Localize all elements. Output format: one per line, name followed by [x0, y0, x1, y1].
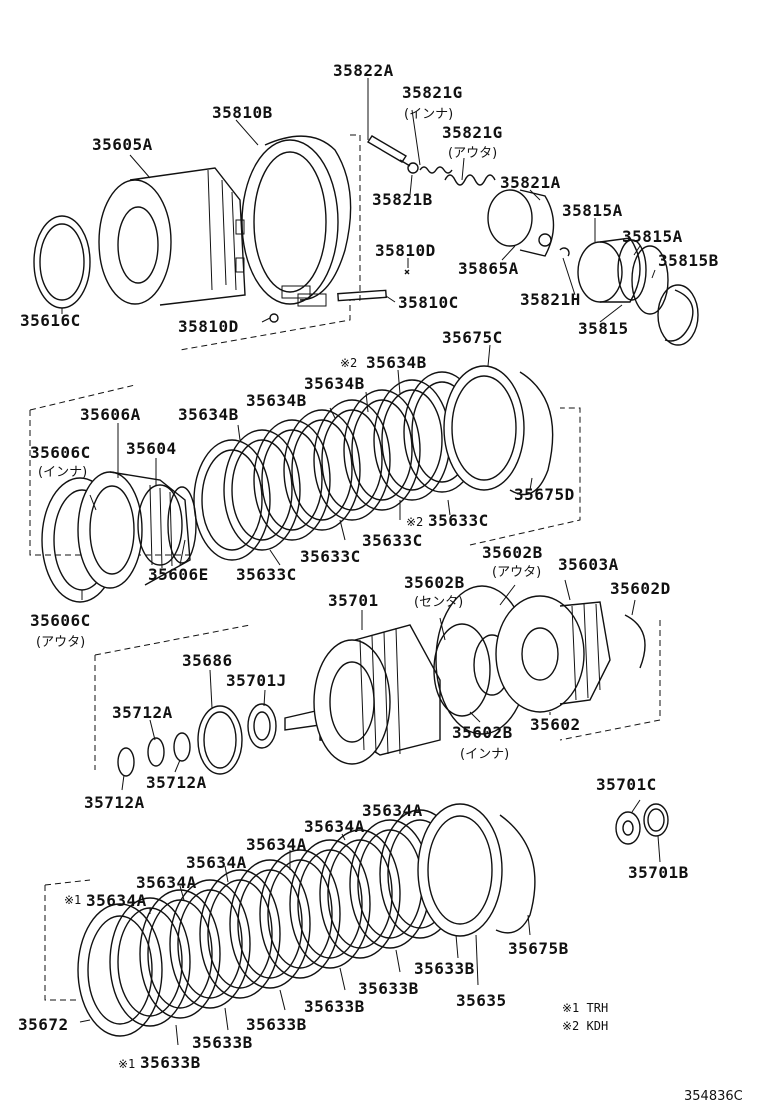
label-35606A: 35606A: [80, 405, 141, 424]
label-35602: 35602: [530, 715, 581, 734]
label-35616C: 35616C: [20, 311, 81, 330]
label-35633B-4: 35633B: [246, 1015, 307, 1034]
label-35634B-4: 35634B: [178, 405, 239, 424]
label-35822A: 35822A: [333, 61, 394, 80]
servo-parts: [269, 135, 699, 346]
label-35701: 35701: [328, 591, 379, 610]
label-35810B: 35810B: [212, 103, 273, 122]
label-35606C-inner: 35606C: [30, 443, 91, 462]
outline-clutch-b: [44, 879, 91, 1001]
label-35712A-3: 35712A: [84, 793, 145, 812]
label-35810D-1: 35810D: [375, 241, 436, 260]
label-35634A-2: 35634A: [304, 817, 365, 836]
label-35634A-5: 35634A: [136, 873, 197, 892]
label-35633B-6: 35633B: [140, 1053, 201, 1072]
label-35821G-outer-sub: (アウタ): [448, 146, 497, 161]
label-35634B-1: 35634B: [366, 353, 427, 372]
label-35810D-2: 35810D: [178, 317, 239, 336]
label-35815: 35815: [578, 319, 629, 338]
label-35633C-3: 35633C: [300, 547, 361, 566]
label-35602B-center: 35602B: [404, 573, 465, 592]
label-35634A-3: 35634A: [246, 835, 307, 854]
label-35602B-outer: 35602B: [482, 543, 543, 562]
clutch-group-c2: [117, 585, 646, 777]
label-35606E: 35606E: [148, 565, 209, 584]
mark-2-top: ※2: [340, 356, 357, 370]
label-35810C: 35810C: [398, 293, 459, 312]
legend: ※1 TRH ※2 KDH: [562, 1001, 608, 1033]
label-35672: 35672: [18, 1015, 69, 1034]
label-35701C: 35701C: [596, 775, 657, 794]
diagram-code: 354836C: [684, 1089, 743, 1104]
label-35821G-inner: 35821G: [402, 83, 463, 102]
label-35815A-1: 35815A: [562, 201, 623, 220]
label-35604: 35604: [126, 439, 177, 458]
label-35635: 35635: [456, 991, 507, 1010]
label-35634B-2: 35634B: [304, 374, 365, 393]
mark-1-top: ※1: [64, 893, 81, 907]
label-35603A: 35603A: [558, 555, 619, 574]
label-35633B-5: 35633B: [192, 1033, 253, 1052]
c1-plates: [193, 365, 525, 561]
label-35821G-outer: 35821G: [442, 123, 503, 142]
label-35712A-1: 35712A: [112, 703, 173, 722]
label-35602B-inner: 35602B: [452, 723, 513, 742]
label-35712A-2: 35712A: [146, 773, 207, 792]
label-35634B-3: 35634B: [246, 391, 307, 410]
label-35605A: 35605A: [92, 135, 153, 154]
label-35602D: 35602D: [610, 579, 671, 598]
brake-plates: [77, 803, 536, 1037]
label-35821H: 35821H: [520, 290, 581, 309]
label-35633C-1: 35633C: [428, 511, 489, 530]
label-35686: 35686: [182, 651, 233, 670]
label-35634A-1: 35634A: [362, 801, 423, 820]
label-35634A-6: 35634A: [86, 891, 147, 910]
label-35606C-outer: 35606C: [30, 611, 91, 630]
label-35701J: 35701J: [226, 671, 287, 690]
label-35675C: 35675C: [442, 328, 503, 347]
label-35821B: 35821B: [372, 190, 433, 209]
part-labels: 35822A 35821G (インナ) 35821G (アウタ) 35810B …: [18, 61, 719, 1072]
label-35815B: 35815B: [658, 251, 719, 270]
label-35815A-2: 35815A: [622, 227, 683, 246]
ring-35616C: [33, 215, 91, 309]
label-35633C-4: 35633C: [236, 565, 297, 584]
legend-note-1: ※1 TRH: [562, 1001, 608, 1015]
legend-note-2: ※2 KDH: [562, 1019, 608, 1033]
mark-2-mid: ※2: [406, 515, 423, 529]
label-35634A-4: 35634A: [186, 853, 247, 872]
label-35701B: 35701B: [628, 863, 689, 882]
washers-35701: [615, 803, 669, 845]
label-35602B-inner-sub: (インナ): [460, 747, 509, 762]
label-35602B-outer-sub: (アウタ): [492, 565, 541, 580]
label-35675D: 35675D: [514, 485, 575, 504]
drum-35605A: [98, 167, 246, 306]
label-35633B-1: 35633B: [414, 959, 475, 978]
label-35633C-2: 35633C: [362, 531, 423, 550]
band-35810B: [241, 135, 352, 307]
label-35675B: 35675B: [508, 939, 569, 958]
label-35633B-2: 35633B: [358, 979, 419, 998]
leader-lines: [61, 78, 661, 1046]
mark-1-bot: ※1: [118, 1057, 135, 1071]
label-35633B-3: 35633B: [304, 997, 365, 1016]
label-35821G-inner-sub: (インナ): [404, 107, 453, 122]
label-35606C-inner-sub: (インナ): [38, 465, 87, 480]
outline-clutch-c2: [94, 620, 661, 770]
label-35865A: 35865A: [458, 259, 519, 278]
label-35821A: 35821A: [500, 173, 561, 192]
clutch-group-c1: [41, 365, 554, 603]
label-35602B-center-sub: (センタ): [414, 595, 463, 610]
label-35606C-outer-sub: (アウタ): [36, 635, 85, 650]
